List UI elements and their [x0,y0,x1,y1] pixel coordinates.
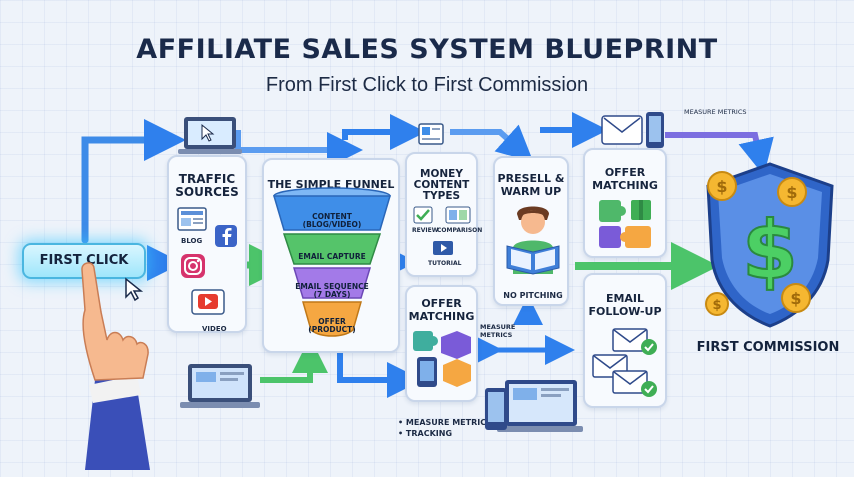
traffic-item-blog: BLOG [181,237,203,245]
email-checks-icon [592,328,657,397]
devices-analytics-icon [485,380,583,432]
arrow-presell-to-offer [540,112,774,176]
cursor-arrow-icon [125,277,144,302]
email-follow-up-title: EMAIL FOLLOW-UP [588,292,662,318]
funnel-stage-content [272,195,392,231]
first-commission-label: FIRST COMMISSION [696,340,840,355]
arrow-bidirectional [473,295,575,365]
funnel-label-email-capture: EMAIL CAPTURE [298,252,366,261]
video-icon [191,289,225,315]
presell-note: NO PITCHING [503,291,563,300]
bullet-measure-metrics: • MEASURE METRICS [398,418,492,427]
funnel-label-content: CONTENT (BLOG/VIDEO) [302,212,362,229]
presell-warm-up-card: PRESELL & WARM UP NO PITCHING [493,156,569,306]
funnel-graphic [272,187,392,337]
instagram-icon [181,254,205,278]
svg-text:$: $ [786,183,797,202]
funnel-label-offer: OFFER (PRODUCT) [308,317,356,334]
coin-icon: $ [781,283,811,313]
email-phone-icon [601,112,664,148]
funnel-label-email-sequence: EMAIL SEQUENCE (7 DAYS) [295,282,369,299]
facebook-icon [215,225,237,247]
simple-funnel-title: THE SIMPLE FUNNEL [267,178,395,191]
content-type-review: REVIEW [412,227,439,234]
laptop-cursor-icon [178,117,242,154]
review-icon [413,206,433,224]
offer-matching-note: MEASURE METRICS [480,323,516,339]
blog-icon [177,207,207,231]
money-content-types-card: MONEY CONTENT TYPES REVIEW COMPARISON TU… [405,152,482,277]
content-type-comparison: COMPARISON [437,227,483,234]
comparison-icon [445,206,471,224]
page-title: AFFILIATE SALES SYSTEM BLUEPRINT [136,34,718,65]
puzzle-phone-icon [413,331,471,387]
content-type-tutorial: TUTORIAL [428,260,462,267]
offer-matching-right-title: OFFER MATCHING [592,166,658,192]
coin-icon: $ [705,292,729,316]
presell-warm-up-title: PRESELL & WARM UP [497,172,565,198]
arrow-content-to-presell [450,124,534,163]
offer-matching-left-title: OFFER MATCHING [408,297,475,323]
funnel-stage-email-capture [282,233,382,265]
email-follow-up-card: EMAIL FOLLOW-UP [583,273,667,408]
puzzle-gift-icon [599,200,651,248]
tutorial-icon [433,241,453,255]
svg-text:$: $ [742,204,798,297]
document-icon [418,123,444,145]
traffic-item-video: VIDEO [202,325,227,333]
traffic-sources-title: TRAFFIC SOURCES [175,172,239,199]
funnel-stage-offer [302,301,362,337]
svg-text:$: $ [716,177,727,196]
coin-icon: $ [777,177,807,207]
funnel-stage-email-sequence [292,267,372,299]
money-content-types-title: MONEY CONTENT TYPES [413,168,470,202]
offer-matching-left-card: OFFER MATCHING [405,285,478,402]
svg-text:$: $ [790,289,801,308]
page-subtitle: From First Click to First Commission [265,74,589,96]
svg-text:$: $ [712,298,721,313]
arrow-start-to-traffic [81,119,186,244]
laptop-dashboard-icon [180,364,260,408]
bullet-tracking: • TRACKING [398,429,453,438]
traffic-sources-card: TRAFFIC SOURCES BLOG VIDEO [167,155,247,333]
offer-matching-right-card: OFFER MATCHING [583,148,667,258]
measure-metrics-top-label: MEASURE METRICS [684,108,747,116]
reading-person-icon [506,206,560,275]
pointing-hand-icon [81,262,150,470]
coin-icon: $ [707,171,737,201]
